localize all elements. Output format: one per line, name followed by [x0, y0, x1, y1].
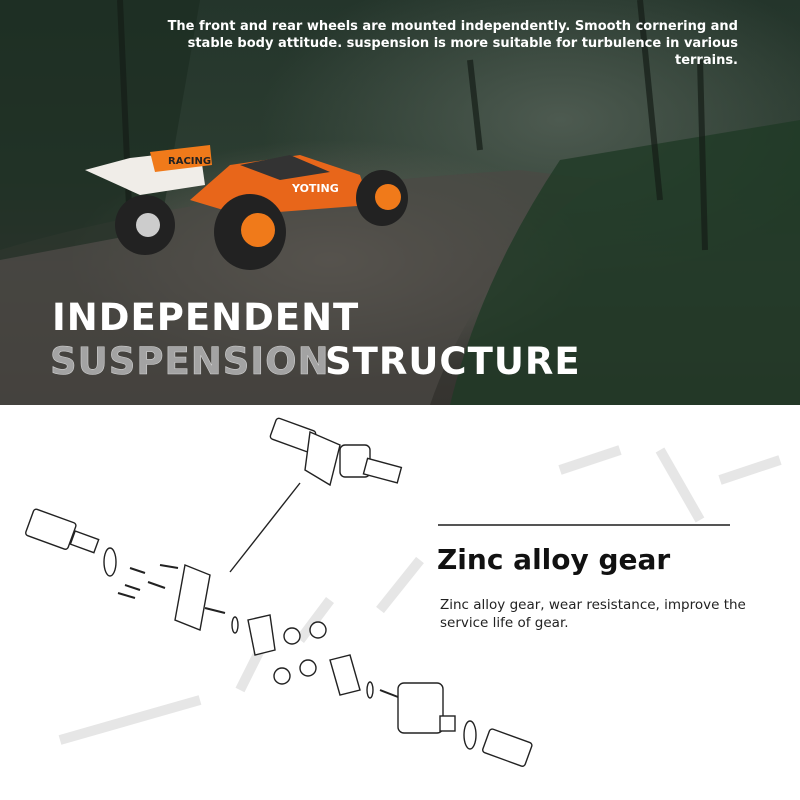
- forest-background: RACING YOTING: [0, 0, 800, 405]
- feature-description: Zinc alloy gear, wear resistance, improv…: [440, 597, 746, 631]
- car-body-label: YOTING: [291, 182, 339, 195]
- gear-exploded-diagram: [25, 417, 782, 767]
- headline-structure: STRUCTURE: [325, 340, 581, 383]
- headline-suspension: SUSPENSION: [50, 340, 330, 384]
- car-wing-label: RACING: [168, 156, 211, 167]
- divider-line: [438, 524, 730, 526]
- feature-title: Zinc alloy gear: [437, 543, 671, 576]
- hero-banner: RACING YOTING The front and rear wheels …: [0, 0, 800, 405]
- headline-independent: INDEPENDENT: [52, 296, 360, 339]
- rc-car-image: RACING YOTING: [85, 145, 408, 270]
- watermark-diagram: [58, 445, 782, 745]
- hero-description: The front and rear wheels are mounted in…: [167, 19, 738, 68]
